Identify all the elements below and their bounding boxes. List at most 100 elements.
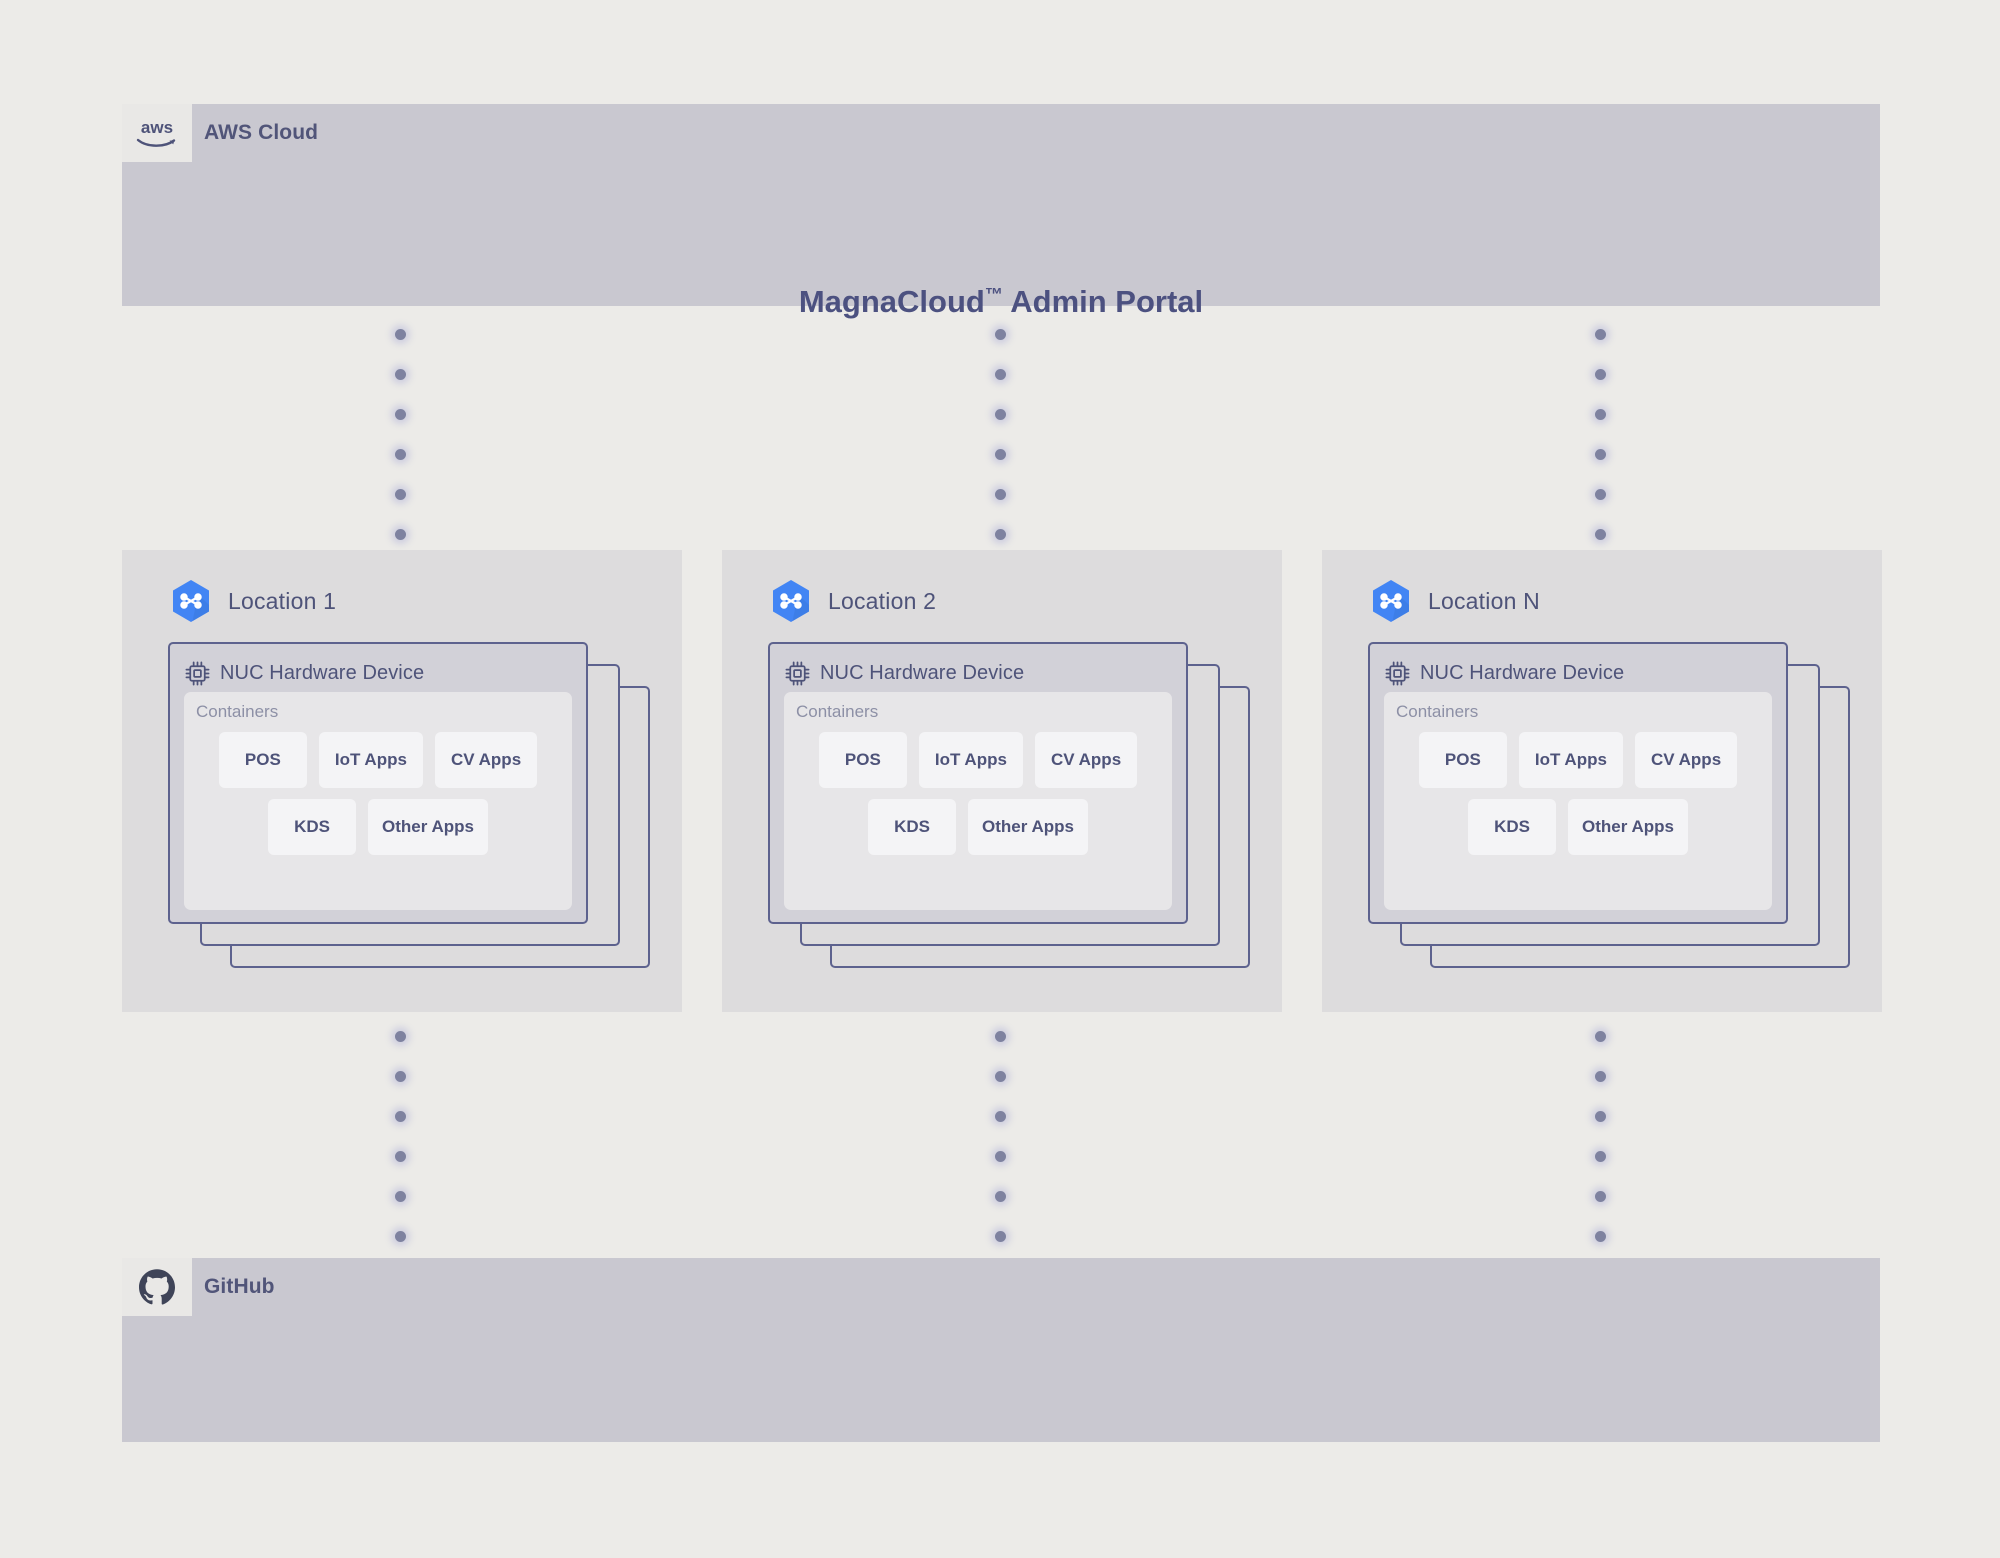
nuc-hardware-device-card: NUC Hardware Device Containers POS IoT A… [168,642,588,924]
cloud-panel-title: MagnaCloud™ Admin Portal [122,282,1880,322]
container-chip-row-2: KDS Other Apps [1396,799,1760,855]
nuc-device-stack: NUC Hardware Device Containers POS IoT A… [168,642,656,982]
containers-box: Containers POS IoT Apps CV Apps KDS Othe… [184,692,572,910]
connector-dot [394,448,406,460]
location-header: Location 1 [168,578,336,624]
connector-dot [994,1030,1006,1042]
container-chip[interactable]: CV Apps [1634,732,1738,788]
connector-dot [994,1230,1006,1242]
location-header: Location N [1368,578,1540,624]
connector-dot [1594,408,1606,420]
container-chip[interactable]: Other Apps [1568,799,1688,855]
container-chip[interactable]: POS [1418,732,1507,788]
aws-cloud-label: AWS Cloud [204,121,319,144]
location-panel-n: Location N [1322,550,1882,1012]
github-label: GitHub [204,1275,275,1298]
hexagon-node-icon [1373,580,1409,622]
connector-dot [994,408,1006,420]
hexagon-node-icon [773,580,809,622]
connector-dot [1594,1070,1606,1082]
connector-dot [1594,1150,1606,1162]
cpu-chip-icon [185,661,210,685]
connector-dot [394,328,406,340]
aws-cloud-panel: aws AWS Cloud MagnaCloud™ Admin Portal [122,104,1880,319]
containers-label: Containers [796,702,879,721]
connector-dot [1594,1110,1606,1122]
container-chip[interactable]: IoT Apps [318,732,423,788]
connector-dot [994,368,1006,380]
connector-dot [994,1070,1006,1082]
connector-dot [994,1110,1006,1122]
container-chip-row-1: POS IoT Apps CV Apps [796,732,1160,788]
container-chip-row-1: POS IoT Apps CV Apps [1396,732,1760,788]
connector-dot [994,1150,1006,1162]
connector-dot [1594,1030,1606,1042]
connector-dot [994,1190,1006,1202]
containers-box: Containers POS IoT Apps CV Apps KDS Othe… [1384,692,1772,910]
connector-dot [1594,488,1606,500]
connector-dot [1594,1190,1606,1202]
container-chip[interactable]: IoT Apps [918,732,1023,788]
containers-box: Containers POS IoT Apps CV Apps KDS Othe… [784,692,1172,910]
connector-dot [394,1070,406,1082]
container-chip[interactable]: POS [218,732,307,788]
connector-dot [394,1030,406,1042]
device-title: NUC Hardware Device [220,661,425,684]
nuc-hardware-device-card: NUC Hardware Device Containers POS IoT A… [1368,642,1788,924]
connector-dot [1594,528,1606,540]
device-title: NUC Hardware Device [820,661,1025,684]
connector-dot [994,328,1006,340]
connector-dot [394,1150,406,1162]
container-chip[interactable]: KDS [868,799,957,855]
connector-dot [394,1230,406,1242]
connector-dot [394,1190,406,1202]
nuc-device-stack: NUC Hardware Device Containers POS IoT A… [1368,642,1856,982]
github-panel: GitHub Per Store or Grouped GitHub Repos… [122,1258,1880,1442]
device-header: NUC Hardware Device [1370,644,1786,690]
nuc-hardware-device-card: NUC Hardware Device Containers POS IoT A… [768,642,1188,924]
location-panel-1: Location 1 [122,550,682,1012]
connector-dot [1594,448,1606,460]
location-header: Location 2 [768,578,936,624]
cpu-chip-icon [785,661,810,685]
cloud-title-main: MagnaCloud [798,284,985,319]
container-chip-row-2: KDS Other Apps [796,799,1160,855]
hexagon-node-icon [173,580,209,622]
container-chip[interactable]: POS [818,732,907,788]
aws-logo-icon: aws [122,104,192,162]
containers-label: Containers [1396,702,1479,721]
container-chip[interactable]: IoT Apps [1518,732,1623,788]
container-chip-row-2: KDS Other Apps [196,799,560,855]
device-title: NUC Hardware Device [1420,661,1625,684]
connector-dot [1594,328,1606,340]
github-logo-icon [122,1258,192,1316]
connector-dot [994,488,1006,500]
connector-dot [394,1110,406,1122]
trademark-symbol: ™ [984,284,1003,305]
connector-dot [394,408,406,420]
location-label: Location N [1428,587,1540,614]
containers-label: Containers [196,702,279,721]
svg-text:aws: aws [141,118,173,137]
nuc-device-stack: NUC Hardware Device Containers POS IoT A… [768,642,1256,982]
connector-dot [394,368,406,380]
cpu-chip-icon [1385,661,1410,685]
connector-dot [394,488,406,500]
device-header: NUC Hardware Device [170,644,586,690]
location-label: Location 1 [228,587,337,614]
container-chip[interactable]: Other Apps [968,799,1088,855]
connector-dot [1594,368,1606,380]
container-chip[interactable]: CV Apps [434,732,538,788]
cloud-title-rest: Admin Portal [1002,284,1204,319]
location-panel-2: Location 2 [722,550,1282,1012]
location-label: Location 2 [828,587,937,614]
container-chip-row-1: POS IoT Apps CV Apps [196,732,560,788]
container-chip[interactable]: KDS [1468,799,1557,855]
device-header: NUC Hardware Device [770,644,1186,690]
container-chip[interactable]: Other Apps [368,799,488,855]
container-chip[interactable]: KDS [268,799,357,855]
container-chip[interactable]: CV Apps [1034,732,1138,788]
connector-dot [994,448,1006,460]
connector-dot [994,528,1006,540]
